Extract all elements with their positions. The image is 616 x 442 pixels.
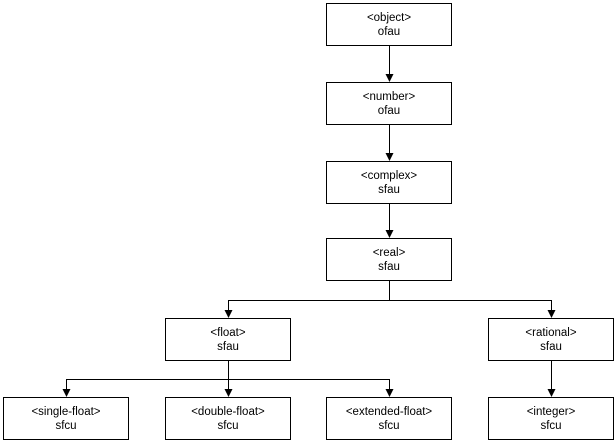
node-number: <number> ofau <box>326 82 452 125</box>
node-object-tag: ofau <box>377 25 401 38</box>
edge-float-to-single <box>62 361 229 397</box>
node-number-tag: ofau <box>377 104 401 117</box>
node-float-tag: sfau <box>217 340 239 353</box>
node-double-float-type: <double-float> <box>191 405 265 418</box>
node-extended-float: <extended-float> sfcu <box>326 397 452 440</box>
node-complex-tag: sfau <box>378 183 400 196</box>
node-object-type: <object> <box>366 11 412 24</box>
node-integer: <integer> sfcu <box>488 397 614 440</box>
node-extended-float-type: <extended-float> <box>345 405 433 418</box>
node-rational-tag: sfau <box>540 340 562 353</box>
node-real: <real> sfau <box>326 238 452 281</box>
node-extended-float-tag: sfcu <box>378 419 400 432</box>
node-integer-type: <integer> <box>526 405 576 418</box>
node-single-float-type: <single-float> <box>31 405 101 418</box>
node-complex-type: <complex> <box>360 169 418 182</box>
node-float-type: <float> <box>210 326 246 339</box>
node-integer-tag: sfcu <box>540 419 562 432</box>
node-real-tag: sfau <box>378 260 400 273</box>
node-real-type: <real> <box>372 246 406 259</box>
node-single-float-tag: sfcu <box>55 419 77 432</box>
edge-real-to-float <box>224 281 390 318</box>
node-rational-type: <rational> <box>525 326 577 339</box>
node-float: <float> sfau <box>165 318 291 361</box>
node-number-type: <number> <box>362 90 416 103</box>
node-double-float: <double-float> sfcu <box>165 397 291 440</box>
node-rational: <rational> sfau <box>488 318 614 361</box>
node-object: <object> ofau <box>326 3 452 46</box>
node-double-float-tag: sfcu <box>217 419 239 432</box>
edge-float-to-extended <box>228 361 394 397</box>
node-complex: <complex> sfau <box>326 161 452 204</box>
node-single-float: <single-float> sfcu <box>3 397 129 440</box>
edge-real-to-rational <box>389 281 556 318</box>
